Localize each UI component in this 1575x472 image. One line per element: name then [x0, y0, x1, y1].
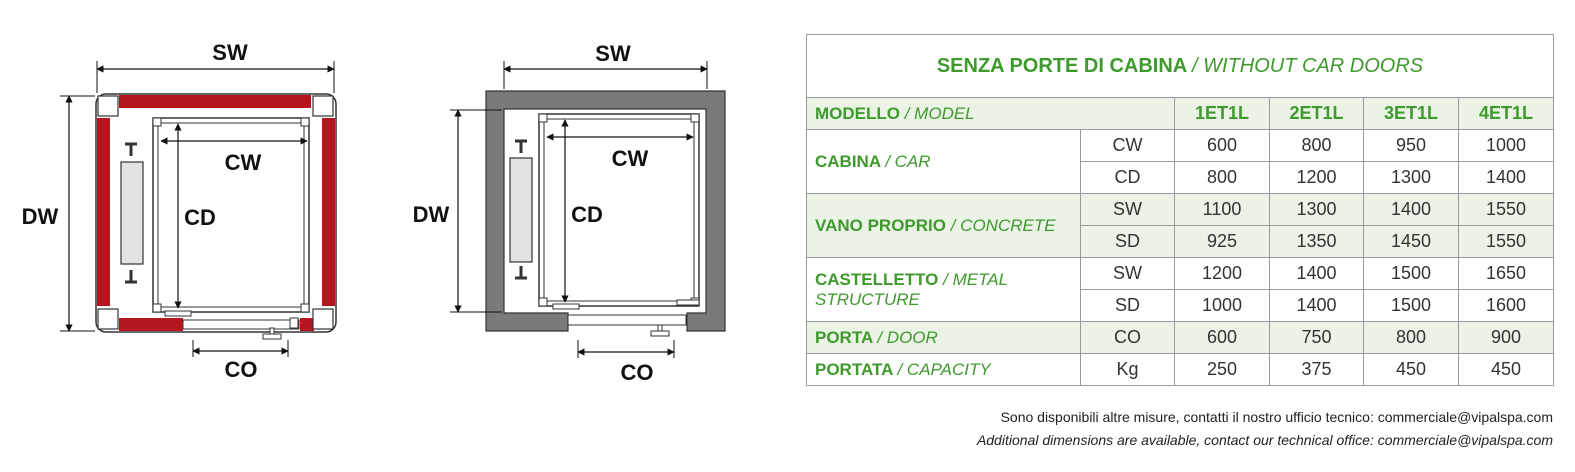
value-cell: 950: [1363, 129, 1459, 162]
value-cell: 1300: [1363, 161, 1459, 194]
value-cell: 900: [1458, 321, 1554, 354]
group-label-italian: PORTA: [815, 327, 873, 347]
group-label-italian: CABINA: [815, 151, 881, 171]
model-header-cell: 3ET1L: [1363, 97, 1459, 130]
value-cell: 1000: [1174, 289, 1270, 322]
model-label-english: / MODEL: [904, 103, 975, 123]
bottom-right-panel: [300, 318, 314, 331]
group-label-english: / METAL STRUCTURE: [815, 269, 1008, 309]
value-cell: 600: [1174, 321, 1270, 354]
value-cell: 1350: [1269, 225, 1364, 258]
dimension-code: CO: [1080, 321, 1175, 354]
model-header-label: MODELLO / MODEL: [806, 97, 1175, 130]
value-cell: 250: [1174, 353, 1270, 386]
value-cell: 925: [1174, 225, 1270, 258]
value-cell: 800: [1363, 321, 1459, 354]
right-panel: [322, 118, 335, 306]
group-label-english: / CAR: [885, 151, 931, 171]
contact-note: Sono disponibili altre misure, contatti …: [977, 406, 1553, 452]
diagram-metal-structure: SW DW CW CD CO: [22, 40, 337, 382]
title-italian: SENZA PORTE DI CABINA: [936, 54, 1187, 77]
value-cell: 1200: [1269, 161, 1364, 194]
value-cell: 1450: [1363, 225, 1459, 258]
dimension-code: SW: [1080, 257, 1175, 290]
value-cell: 1400: [1269, 257, 1364, 290]
note-english: Additional dimensions are available, con…: [976, 432, 1553, 448]
note-italian: Sono disponibili altre misure, contatti …: [1000, 409, 1553, 425]
value-cell: 1200: [1174, 257, 1270, 290]
table-title-row: SENZA PORTE DI CABINA / WITHOUT CAR DOOR…: [806, 34, 1554, 98]
sw-label: SW: [595, 41, 631, 66]
bottom-left-panel: [119, 318, 183, 331]
dimension-code: SW: [1080, 193, 1175, 226]
specs-table: SENZA PORTE DI CABINA / WITHOUT CAR DOOR…: [806, 34, 1554, 386]
group-label: PORTA / DOOR: [806, 321, 1081, 354]
dw-label: DW: [22, 204, 59, 229]
guide-rail: [509, 157, 533, 263]
value-cell: 1650: [1458, 257, 1554, 290]
value-cell: 1550: [1458, 193, 1554, 226]
dimension-code: Kg: [1080, 353, 1175, 386]
group-label-english: / CAPACITY: [897, 359, 991, 379]
cw-label: CW: [612, 146, 649, 171]
model-header-cell: 1ET1L: [1174, 97, 1270, 130]
value-cell: 1550: [1458, 225, 1554, 258]
cd-label: CD: [571, 202, 603, 227]
group-label-italian: CASTELLETTO: [815, 269, 939, 289]
value-cell: 1100: [1174, 193, 1270, 226]
sw-label: SW: [212, 40, 248, 65]
value-cell: 375: [1269, 353, 1364, 386]
dimension-code: CD: [1080, 161, 1175, 194]
title-english: / WITHOUT CAR DOORS: [1192, 54, 1424, 77]
concrete-wall: [485, 90, 726, 332]
value-cell: 1400: [1269, 289, 1364, 322]
value-cell: 1300: [1269, 193, 1364, 226]
group-label-english: / CONCRETE: [950, 215, 1056, 235]
value-cell: 1600: [1458, 289, 1554, 322]
model-header-cell: 2ET1L: [1269, 97, 1364, 130]
dimension-code: SD: [1080, 225, 1175, 258]
diagram-concrete-shaft: SW DW CW CD CO: [413, 41, 726, 385]
co-label: CO: [225, 357, 258, 382]
left-panel: [97, 118, 110, 306]
value-cell: 1500: [1363, 257, 1459, 290]
value-cell: 1400: [1363, 193, 1459, 226]
dw-label: DW: [413, 202, 450, 227]
value-cell: 1500: [1363, 289, 1459, 322]
guide-rail: [120, 161, 144, 265]
group-label-italian: VANO PROPRIO: [815, 215, 946, 235]
value-cell: 1000: [1458, 129, 1554, 162]
value-cell: 1400: [1458, 161, 1554, 194]
value-cell: 600: [1174, 129, 1270, 162]
group-label: PORTATA / CAPACITY: [806, 353, 1081, 386]
group-label: VANO PROPRIO / CONCRETE: [806, 193, 1081, 258]
group-label: CABINA / CAR: [806, 129, 1081, 194]
value-cell: 750: [1269, 321, 1364, 354]
group-label-italian: PORTATA: [815, 359, 893, 379]
model-header-row: MODELLO / MODEL 1ET1L 2ET1L 3ET1L 4ET1L: [806, 97, 1554, 130]
table-title: SENZA PORTE DI CABINA / WITHOUT CAR DOOR…: [806, 34, 1554, 98]
group-label: CASTELLETTO / METAL STRUCTURE: [806, 257, 1081, 322]
top-panel: [119, 95, 311, 108]
value-cell: 450: [1363, 353, 1459, 386]
model-header-cell: 4ET1L: [1458, 97, 1554, 130]
value-cell: 800: [1269, 129, 1364, 162]
group-label-english: / DOOR: [877, 327, 938, 347]
value-cell: 800: [1174, 161, 1270, 194]
dimension-code: SD: [1080, 289, 1175, 322]
dimension-code: CW: [1080, 129, 1175, 162]
cw-label: CW: [225, 150, 262, 175]
cd-label: CD: [184, 205, 216, 230]
value-cell: 450: [1458, 353, 1554, 386]
model-label-italian: MODELLO: [815, 103, 900, 123]
co-label: CO: [621, 360, 654, 385]
